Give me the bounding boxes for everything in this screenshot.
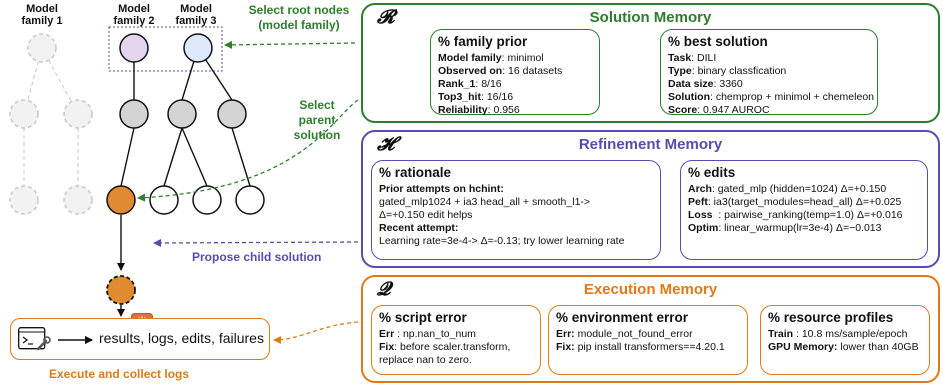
execution-memory-panel: 𝓠 Execution Memory % script error Err : … <box>361 275 940 383</box>
rationale-title: % rationale <box>379 165 452 180</box>
family-prior-row: Rank_1: 8/16 <box>438 78 502 90</box>
family1-node <box>63 99 93 129</box>
best-solution-row: Task: DILI <box>668 52 717 64</box>
root-selection-box <box>108 26 223 72</box>
best-solution-row: Data size: 3360 <box>668 78 743 90</box>
edits-card: % edits Arch: gated_mlp (hidden=1024) Δ=… <box>680 160 928 260</box>
select-parent-label: Select parent solution <box>293 98 341 142</box>
solution-memory-title: Solution Memory <box>589 9 712 26</box>
resource-profiles-card: % resource profiles Train : 10.8 ms/samp… <box>760 305 930 375</box>
environment-error-row: Err: module_not_found_error <box>556 328 693 340</box>
resource-profiles-title: % resource profiles <box>768 310 894 325</box>
family-2-label: Model family 2 <box>113 3 155 27</box>
edit-row: Peft: ia3(target_modules=head_all) Δ=+0.… <box>688 196 902 208</box>
family1-root-node <box>27 33 57 63</box>
resource-profile-row: Train : 10.8 ms/sample/epoch <box>768 328 908 340</box>
family1-node <box>9 99 39 129</box>
script-error-title: % script error <box>379 310 467 325</box>
family-prior-row: Top3_hit: 16/16 <box>438 91 514 103</box>
family-prior-title: % family prior <box>438 34 528 49</box>
family-1-label: Model family 1 <box>21 3 63 27</box>
family1-leaf-node <box>9 185 39 215</box>
best-solution-row: Solution: chemprop + minimol + chemeleon <box>668 91 874 103</box>
family-3-label: Model family 3 <box>175 3 217 27</box>
leaf-node <box>235 185 265 215</box>
wrench-icon <box>36 336 51 351</box>
family-prior-card: % family prior Model family: minimol Obs… <box>430 29 600 116</box>
script-error-card: % script error Err : np.nan_to_num Fix: … <box>371 305 541 375</box>
family3-root-node <box>183 33 213 63</box>
solution-memory-panel: 𝓡 Solution Memory % family prior Model f… <box>361 3 940 123</box>
log-box-text: results, logs, edits, failures <box>99 330 264 346</box>
leaf-node <box>149 185 179 215</box>
family-prior-row: Observed on: 16 datasets <box>438 65 563 77</box>
edit-row: Loss : pairwise_ranking(temp=1.0) Δ=+0.0… <box>688 209 903 221</box>
best-solution-card: % best solution Task: DILI Type: binary … <box>660 29 878 116</box>
collect-logs-arrow <box>273 321 359 344</box>
edit-row: Arch: gated_mlp (hidden=1024) Δ=+0.150 <box>688 183 887 195</box>
refinement-memory-symbol: 𝓗 <box>377 133 395 155</box>
family3-node <box>167 99 197 129</box>
select-parent-arrow <box>137 99 359 202</box>
refinement-memory-panel: 𝓗 Refinement Memory % rationale Prior at… <box>361 130 940 268</box>
environment-error-row: Fix: pip install transformers==4.20.1 <box>556 341 725 353</box>
select-root-label: Select root nodes (model family) <box>248 3 350 32</box>
child-solution-node <box>106 275 136 305</box>
search-tree <box>9 26 359 344</box>
execute-collect-label: Execute and collect logs <box>49 367 190 381</box>
edits-title: % edits <box>688 165 736 180</box>
resource-profile-row: GPU Memory: lower than 40GB <box>768 341 919 353</box>
rationale-prior-line: Δ=+0.150 edit helps <box>379 209 473 221</box>
terminal-icon <box>18 327 93 351</box>
model-family-1-branch <box>9 33 93 215</box>
environment-error-card: % environment error Err: module_not_foun… <box>548 305 748 375</box>
execution-memory-symbol: 𝓠 <box>377 278 391 300</box>
best-solution-row: Score: 0.947 AUROC <box>668 104 770 116</box>
rationale-prior-line: gated_mlp1024 + ia3 head_all + smooth_l1… <box>379 196 591 208</box>
leaf-node <box>192 185 222 215</box>
family3-node <box>217 99 247 129</box>
propose-child-label: Propose child solution <box>192 250 322 264</box>
propose-child-arrow <box>153 238 359 247</box>
refinement-memory-title: Refinement Memory <box>578 136 723 153</box>
rationale-recent-label: Recent attempt: <box>379 222 459 234</box>
best-solution-title: % best solution <box>668 34 768 49</box>
selected-parent-node <box>106 185 136 215</box>
solution-memory-symbol: 𝓡 <box>377 6 395 28</box>
best-solution-row: Type: binary classfication <box>668 65 787 77</box>
family2-node <box>119 99 149 129</box>
rationale-card: % rationale Prior attempts on hchint: ga… <box>371 160 661 260</box>
environment-error-title: % environment error <box>556 310 689 325</box>
edit-row: Optim: linear_warmup(lr=3e-4) Δ=−0.013 <box>688 222 882 234</box>
family-prior-row: Reliability: 0.956 <box>438 104 520 116</box>
script-error-row: Err : np.nan_to_num <box>379 328 476 340</box>
rationale-recent-line: Learning rate=3e-4-> Δ=-0.13; try lower … <box>379 235 625 247</box>
script-error-extra: replace nan to zero. <box>379 354 472 366</box>
execution-memory-title: Execution Memory <box>583 281 718 298</box>
rationale-prior-label: Prior attempts on hchint: <box>379 183 504 195</box>
family1-leaf-node <box>63 185 93 215</box>
select-root-arrow <box>224 40 356 49</box>
script-error-row: Fix: before scaler.transform, <box>379 341 511 353</box>
execution-log-box: results, logs, edits, failures <box>10 318 270 360</box>
family2-root-node <box>119 33 149 63</box>
family-prior-row: Model family: minimol <box>438 52 544 64</box>
